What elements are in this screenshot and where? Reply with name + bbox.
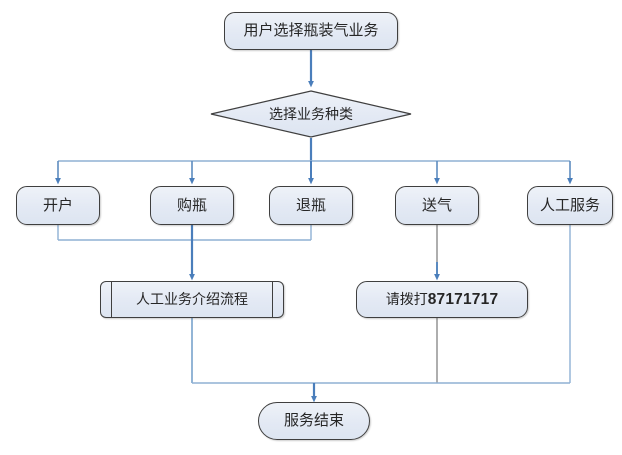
node-manual-process[interactable]: 人工业务介绍流程 (100, 281, 284, 318)
node-call-hotline-label: 请拨打87171717 (386, 291, 499, 309)
node-option-tuiping[interactable]: 退瓶 (269, 186, 353, 225)
node-decision[interactable]: 选择业务种类 (210, 90, 412, 138)
predefined-process-left-bar-icon (111, 281, 112, 318)
node-start-label: 用户选择瓶装气业务 (243, 22, 379, 40)
node-option-rengong-fuwu[interactable]: 人工服务 (527, 186, 613, 225)
node-decision-label: 选择业务种类 (269, 106, 353, 122)
node-option-goupin[interactable]: 购瓶 (150, 186, 234, 225)
node-option-kaihu[interactable]: 开户 (16, 186, 100, 225)
predefined-process-right-bar-icon (272, 281, 273, 318)
node-end[interactable]: 服务结束 (258, 402, 370, 440)
hotline-number: 87171717 (427, 290, 499, 308)
node-call-hotline[interactable]: 请拨打87171717 (356, 281, 528, 318)
node-option-rengong-fuwu-label: 人工服务 (539, 196, 600, 214)
node-option-tuiping-label: 退瓶 (295, 196, 326, 214)
node-option-kaihu-label: 开户 (42, 196, 73, 214)
node-option-songqi-label: 送气 (421, 196, 452, 214)
node-start[interactable]: 用户选择瓶装气业务 (224, 12, 398, 50)
call-prefix-text: 请拨打 (385, 290, 428, 307)
node-end-label: 服务结束 (283, 412, 344, 430)
node-option-songqi[interactable]: 送气 (395, 186, 479, 225)
diamond-shape-icon (210, 90, 412, 138)
node-manual-process-label: 人工业务介绍流程 (136, 291, 248, 308)
node-option-goupin-label: 购瓶 (176, 196, 207, 214)
